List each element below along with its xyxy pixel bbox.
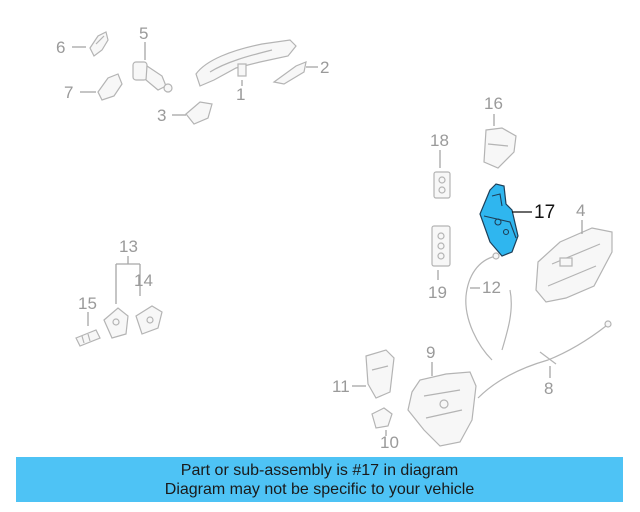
callout-2: 2 — [320, 58, 329, 77]
callout-19: 19 — [428, 283, 447, 302]
part-17-highlighted[interactable] — [479, 183, 519, 257]
part-15-screw[interactable] — [75, 329, 101, 347]
callout-9: 9 — [426, 343, 435, 362]
part-7-bezel[interactable] — [97, 73, 123, 101]
banner-line-1: Part or sub-assembly is #17 in diagram — [180, 461, 459, 479]
callout-8: 8 — [544, 379, 553, 398]
part-12-release-cable[interactable] — [465, 252, 512, 361]
part-5-lock-cylinder[interactable] — [132, 61, 173, 93]
leader-13 — [115, 256, 141, 304]
part-19-shim[interactable] — [431, 225, 451, 267]
part-9-latch[interactable] — [407, 371, 477, 447]
callout-6: 6 — [56, 38, 65, 57]
callout-15: 15 — [78, 294, 97, 313]
part-13-bracket[interactable] — [103, 307, 129, 339]
part-16-striker[interactable] — [483, 127, 517, 169]
callout-4: 4 — [576, 201, 585, 220]
callout-1: 1 — [236, 85, 245, 104]
part-11-bracket[interactable] — [365, 349, 395, 399]
info-banner: Part or sub-assembly is #17 in diagram D… — [16, 457, 623, 502]
callout-12: 12 — [482, 278, 501, 297]
callout-5: 5 — [139, 24, 148, 43]
callout-17: 17 — [534, 202, 555, 223]
part-4-trim-panel[interactable] — [535, 227, 613, 303]
callout-3: 3 — [157, 106, 166, 125]
part-18-shim[interactable] — [433, 171, 451, 199]
callout-13: 13 — [119, 237, 138, 256]
callout-16: 16 — [484, 94, 503, 113]
callout-18: 18 — [430, 131, 449, 150]
callout-14: 14 — [134, 271, 153, 290]
part-14-pad[interactable] — [135, 305, 163, 335]
part-6-handle-cap[interactable] — [89, 31, 109, 57]
part-3-gasket[interactable] — [185, 101, 213, 125]
part-8-cable[interactable] — [477, 320, 612, 399]
part-10-clip[interactable] — [371, 407, 393, 429]
part-1-outside-handle[interactable] — [195, 39, 297, 87]
part-2-handle-cover[interactable] — [272, 61, 307, 85]
callout-10: 10 — [380, 433, 399, 452]
callout-7: 7 — [64, 83, 73, 102]
banner-line-2: Diagram may not be specific to your vehi… — [164, 480, 475, 498]
callout-11: 11 — [332, 377, 350, 396]
